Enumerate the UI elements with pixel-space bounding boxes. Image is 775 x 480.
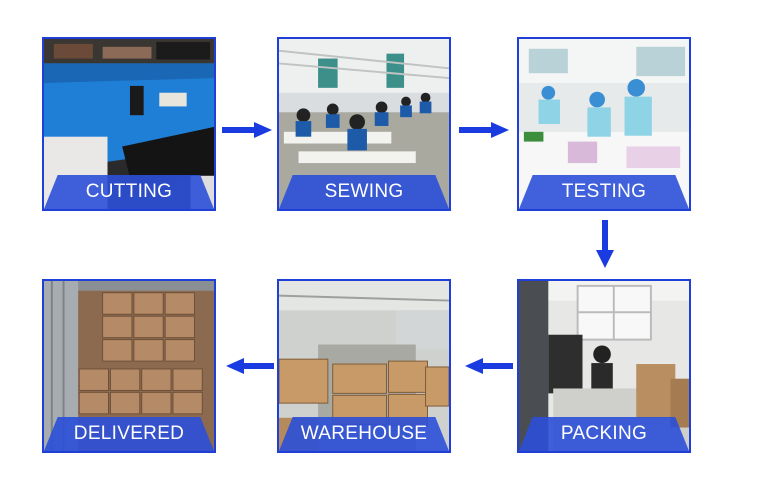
arrow-left-2: [226, 358, 274, 374]
step-warehouse: WAREHOUSE: [277, 279, 451, 453]
label-band: [44, 175, 214, 209]
arrow-left-1: [465, 358, 513, 374]
label-band: [279, 175, 449, 209]
step-sewing: SEWING: [277, 37, 451, 211]
label-band: [519, 175, 689, 209]
step-label: CUTTING: [85, 181, 173, 202]
step-label: SEWING: [324, 181, 404, 202]
label-band: [519, 417, 689, 451]
arrow-down: [596, 220, 614, 268]
arrow-right-1: [222, 122, 272, 138]
step-testing: TESTING: [517, 37, 691, 211]
step-label: DELIVERED: [73, 423, 185, 444]
label-band: [279, 417, 449, 451]
step-label: PACKING: [560, 423, 648, 444]
step-delivered: DELIVERED: [42, 279, 216, 453]
arrow-right-2: [459, 122, 509, 138]
step-label: WAREHOUSE: [300, 423, 428, 444]
step-label: TESTING: [561, 181, 647, 202]
step-packing: PACKING: [517, 279, 691, 453]
step-cutting: CUTTING: [42, 37, 216, 211]
label-band: [44, 417, 214, 451]
cutting-photo: [44, 39, 214, 209]
